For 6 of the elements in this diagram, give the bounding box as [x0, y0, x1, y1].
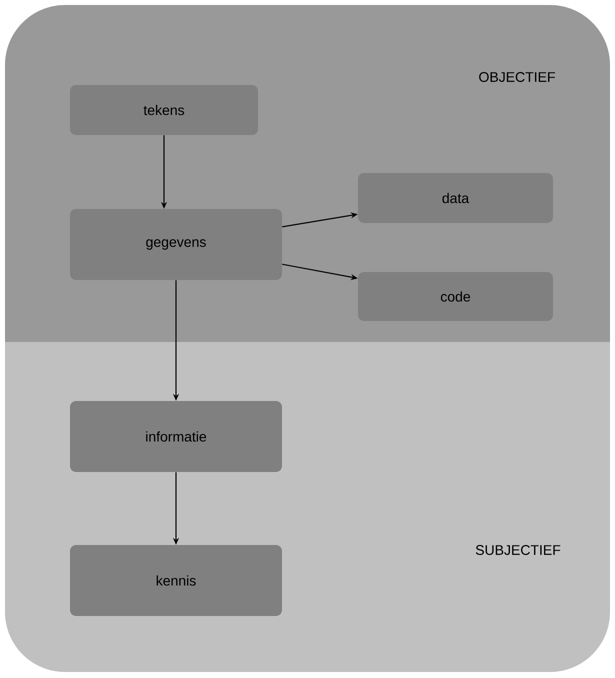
process-box: informatie [70, 401, 282, 472]
process-box: data [358, 173, 553, 223]
process-box: code [358, 272, 553, 321]
process-box: gegevens [70, 209, 282, 280]
process-box: kennis [70, 545, 282, 616]
process-box: tekens [70, 85, 258, 135]
